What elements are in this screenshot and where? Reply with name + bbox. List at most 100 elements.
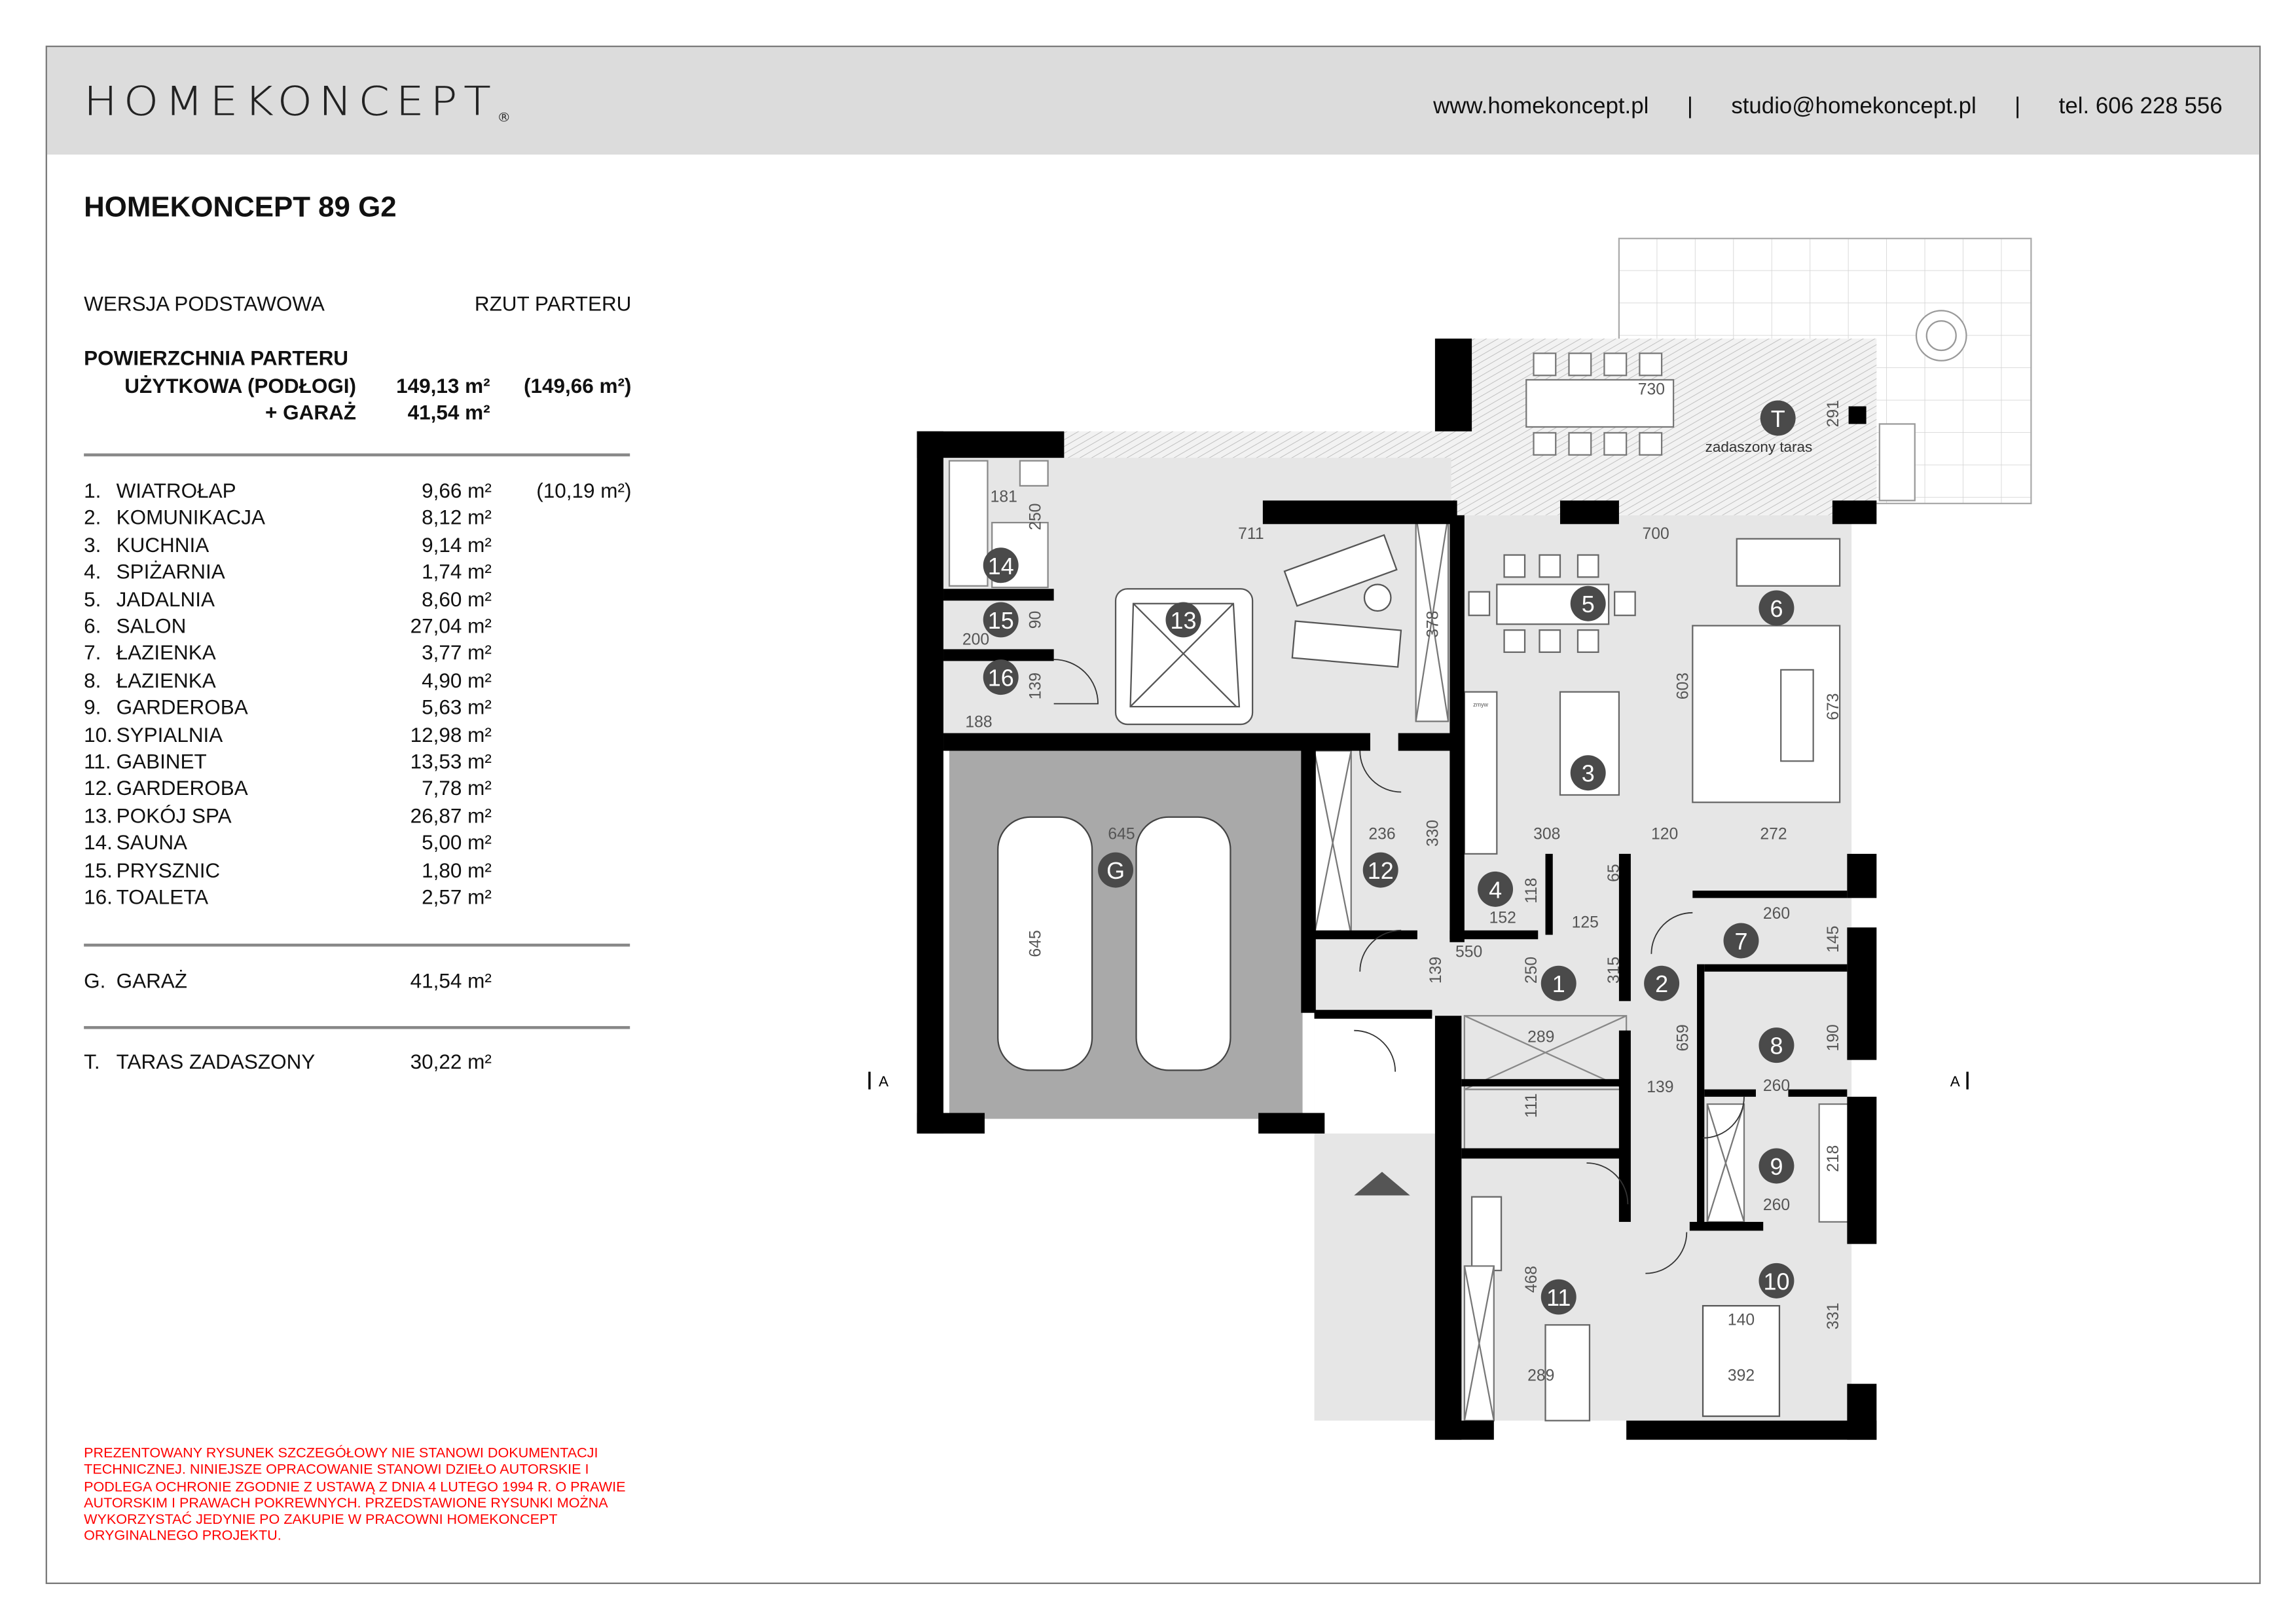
divider (84, 1025, 630, 1029)
row-number: 1. (84, 478, 101, 502)
marker-label: 5 (1582, 591, 1595, 618)
marker-circle (1723, 923, 1759, 959)
marker-circle (1758, 1263, 1795, 1299)
website-link[interactable]: www.homekoncept.pl (1433, 94, 1649, 120)
room-marker: 14 (983, 547, 1019, 583)
dimension-label: 331 (1825, 1302, 1842, 1329)
dimension-label: 645 (1027, 930, 1044, 957)
version-label: WERSJA PODSTAWOWA (84, 291, 325, 316)
marker-label: 11 (1546, 1284, 1571, 1311)
row-name: SYPIALNIA (116, 722, 223, 746)
dimension-label: 711 (1238, 525, 1264, 543)
dimension-label: 190 (1825, 1024, 1842, 1051)
logo-text: HOMEKONCEPT (84, 79, 498, 126)
wardrobes (1313, 514, 1850, 1422)
summary-usable-alt: (149,66 m²) (523, 374, 632, 397)
phone-number[interactable]: tel. 606 228 556 (2058, 94, 2223, 120)
section-marker-right: A (1950, 1071, 1969, 1090)
row-area: 2,57 m² (422, 885, 492, 909)
marker-circle (1540, 965, 1576, 1001)
room-marker: 8 (1758, 1027, 1795, 1063)
row-number: 2. (84, 505, 101, 529)
row-number: T. (84, 1049, 100, 1073)
summary-heading: POWIERZCHNIA PARTERU (84, 346, 349, 370)
row-name: POKÓJ SPA (116, 803, 232, 827)
row-area: 3,77 m² (422, 640, 492, 665)
marker-label: T (1771, 405, 1785, 432)
office-desk (1470, 1196, 1591, 1422)
row-area: 5,00 m² (422, 830, 492, 855)
email-link[interactable]: studio@homekoncept.pl (1731, 94, 1977, 120)
marker-circle (983, 659, 1019, 695)
dimension-label: 125 (1572, 913, 1599, 931)
divider (84, 453, 630, 456)
dimension-label: 291 (1825, 400, 1842, 427)
row-number: 14. (84, 830, 113, 855)
dimension-label: 289 (1527, 1367, 1554, 1385)
entrance-arrow-icon (1354, 1172, 1410, 1196)
bed (1702, 1304, 1781, 1417)
dimension-label: 139 (1427, 957, 1445, 984)
marker-label: 12 (1368, 857, 1394, 884)
row-number: 16. (84, 885, 113, 909)
marker-circle (1758, 590, 1795, 626)
kitchen-counter (1463, 691, 1498, 855)
summary-garage-label: + GARAŻ (265, 400, 357, 424)
row-name: GARDEROBA (116, 695, 248, 719)
row-number: 10. (84, 722, 113, 746)
project-title: HOMEKONCEPT 89 G2 (84, 191, 397, 224)
room-row: 10.SYPIALNIA 12,98 m² (84, 722, 631, 748)
room-marker: 12 (1362, 852, 1398, 888)
marker-circle (1478, 871, 1514, 907)
section-label: A (879, 1073, 888, 1090)
row-name: GARAŻ (116, 969, 188, 993)
dimension-label: 260 (1763, 1196, 1790, 1214)
row-name: SPIŻARNIA (116, 559, 225, 583)
row-name: WIATROŁAP (116, 478, 236, 502)
room-marker: T (1760, 400, 1796, 436)
column (1848, 406, 1867, 424)
row-area: 12,98 m² (410, 722, 492, 746)
dimension-label: 120 (1651, 825, 1678, 843)
section-label: A (1950, 1073, 1960, 1090)
marker-label: 15 (988, 607, 1014, 634)
marker-label: 10 (1763, 1268, 1789, 1295)
dimension-label: 250 (1523, 957, 1540, 984)
row-name: ŁAZIENKA (116, 668, 216, 692)
room-marker: 3 (1570, 755, 1606, 791)
marker-label: 8 (1770, 1033, 1783, 1060)
row-name: SALON (116, 614, 187, 638)
row-number: 12. (84, 776, 113, 800)
room-marker: 2 (1644, 965, 1680, 1001)
dimension-label: 152 (1489, 910, 1516, 927)
marker-label: 6 (1770, 595, 1783, 622)
row-number: 5. (84, 587, 101, 611)
copyright-disclaimer: PREZENTOWANY RYSUNEK SZCZEGÓŁOWY NIE STA… (84, 1445, 626, 1545)
dimension-label: 308 (1533, 825, 1560, 843)
room-marker: 5 (1570, 585, 1606, 621)
dimension-label: 289 (1527, 1029, 1554, 1046)
registered-mark: ® (497, 112, 511, 126)
row-area: 1,74 m² (422, 559, 492, 583)
dishwasher-label: zmyw (1473, 701, 1488, 708)
dimension-label: 250 (1027, 503, 1044, 530)
summary-usable-value: 149,13 m² (396, 374, 490, 397)
marker-circle (983, 602, 1019, 638)
row-area: 7,78 m² (422, 776, 492, 800)
marker-circle (1165, 602, 1201, 638)
dimension-label: 218 (1825, 1145, 1842, 1172)
terrace-table (1525, 378, 1675, 428)
summary-usable-label: UŻYTKOWA (PODŁOGI) (124, 374, 357, 397)
marker-circle (1570, 585, 1606, 621)
row-name: JADALNIA (116, 587, 215, 611)
marker-circle (1540, 1279, 1576, 1315)
